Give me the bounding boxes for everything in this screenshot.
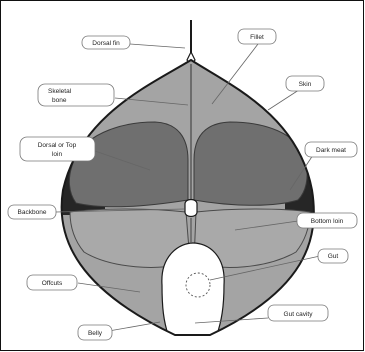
- svg-text:bone: bone: [52, 97, 67, 104]
- label-skin: Skin: [286, 76, 324, 91]
- svg-text:Gut: Gut: [328, 253, 339, 260]
- gut-cavity: [162, 243, 224, 340]
- label-gut-cavity: Gut cavity: [268, 305, 328, 321]
- svg-text:Backbone: Backbone: [18, 209, 47, 216]
- svg-text:loin: loin: [52, 151, 63, 158]
- svg-text:Skin: Skin: [299, 81, 312, 88]
- svg-text:Dark meat: Dark meat: [316, 147, 346, 154]
- top-loin-left: [69, 122, 188, 207]
- label-backbone: Backbone: [8, 205, 56, 219]
- label-gut: Gut: [318, 249, 348, 263]
- svg-text:Bottom loin: Bottom loin: [311, 218, 344, 225]
- label-fillet: Fillet: [238, 29, 276, 44]
- svg-text:Gut cavity: Gut cavity: [284, 311, 314, 318]
- label-dark-meat: Dark meat: [305, 142, 357, 157]
- svg-text:Belly: Belly: [88, 330, 103, 337]
- svg-text:Dorsal or Top: Dorsal or Top: [38, 142, 77, 149]
- svg-text:Dorsal fin: Dorsal fin: [92, 40, 120, 47]
- top-loin-right: [194, 122, 307, 205]
- svg-text:Offcuts: Offcuts: [42, 280, 63, 287]
- label-skeletal-bone: Skeletal bone: [38, 84, 114, 106]
- label-bottom-loin: Bottom loin: [297, 213, 357, 228]
- svg-text:Fillet: Fillet: [250, 34, 264, 41]
- backbone: [185, 200, 197, 217]
- label-dorsal-fin: Dorsal fin: [82, 36, 130, 49]
- label-offcuts: Offcuts: [27, 275, 77, 290]
- svg-text:Skeletal: Skeletal: [48, 88, 72, 95]
- label-belly: Belly: [78, 325, 112, 340]
- label-dorsal-top-loin: Dorsal or Top loin: [20, 137, 95, 161]
